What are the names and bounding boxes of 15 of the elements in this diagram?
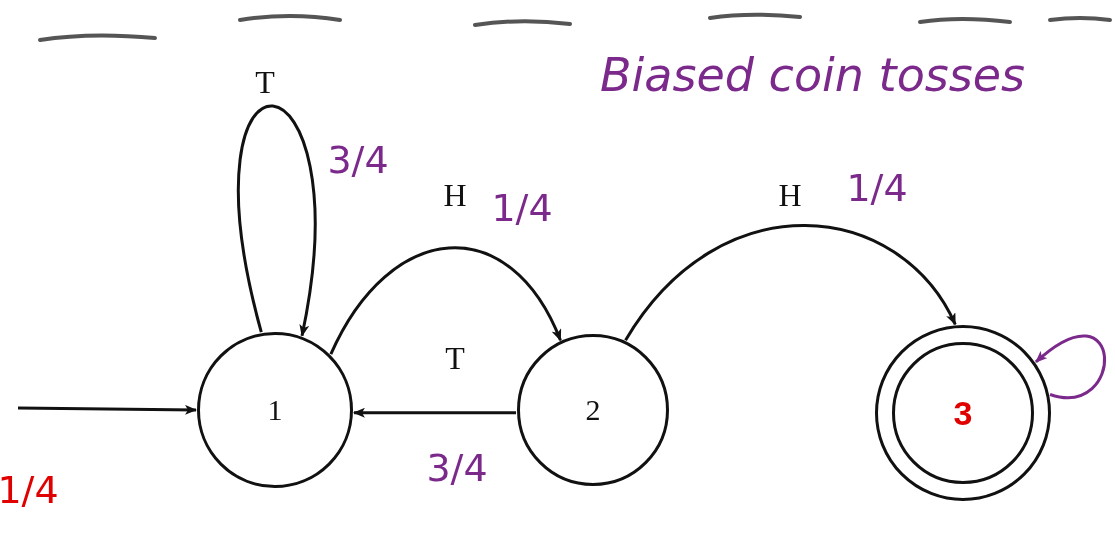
state-number: 3 [953, 393, 973, 433]
probability-label: 3/4 [426, 446, 488, 490]
probability-label: 1/4 [0, 468, 59, 512]
arrow [624, 224, 957, 342]
arrow [18, 404, 197, 415]
arrow [237, 105, 317, 337]
state-number: 1 [267, 393, 283, 427]
handwritten-title: Biased coin tosses [600, 48, 1025, 102]
arrow [329, 246, 562, 355]
arrow [1034, 334, 1106, 400]
probability-label: 1/4 [491, 186, 553, 230]
state-number: 2 [585, 393, 601, 427]
probability-label: 1/4 [846, 166, 908, 210]
arrow [352, 407, 517, 418]
probability-label: 3/4 [327, 138, 389, 182]
